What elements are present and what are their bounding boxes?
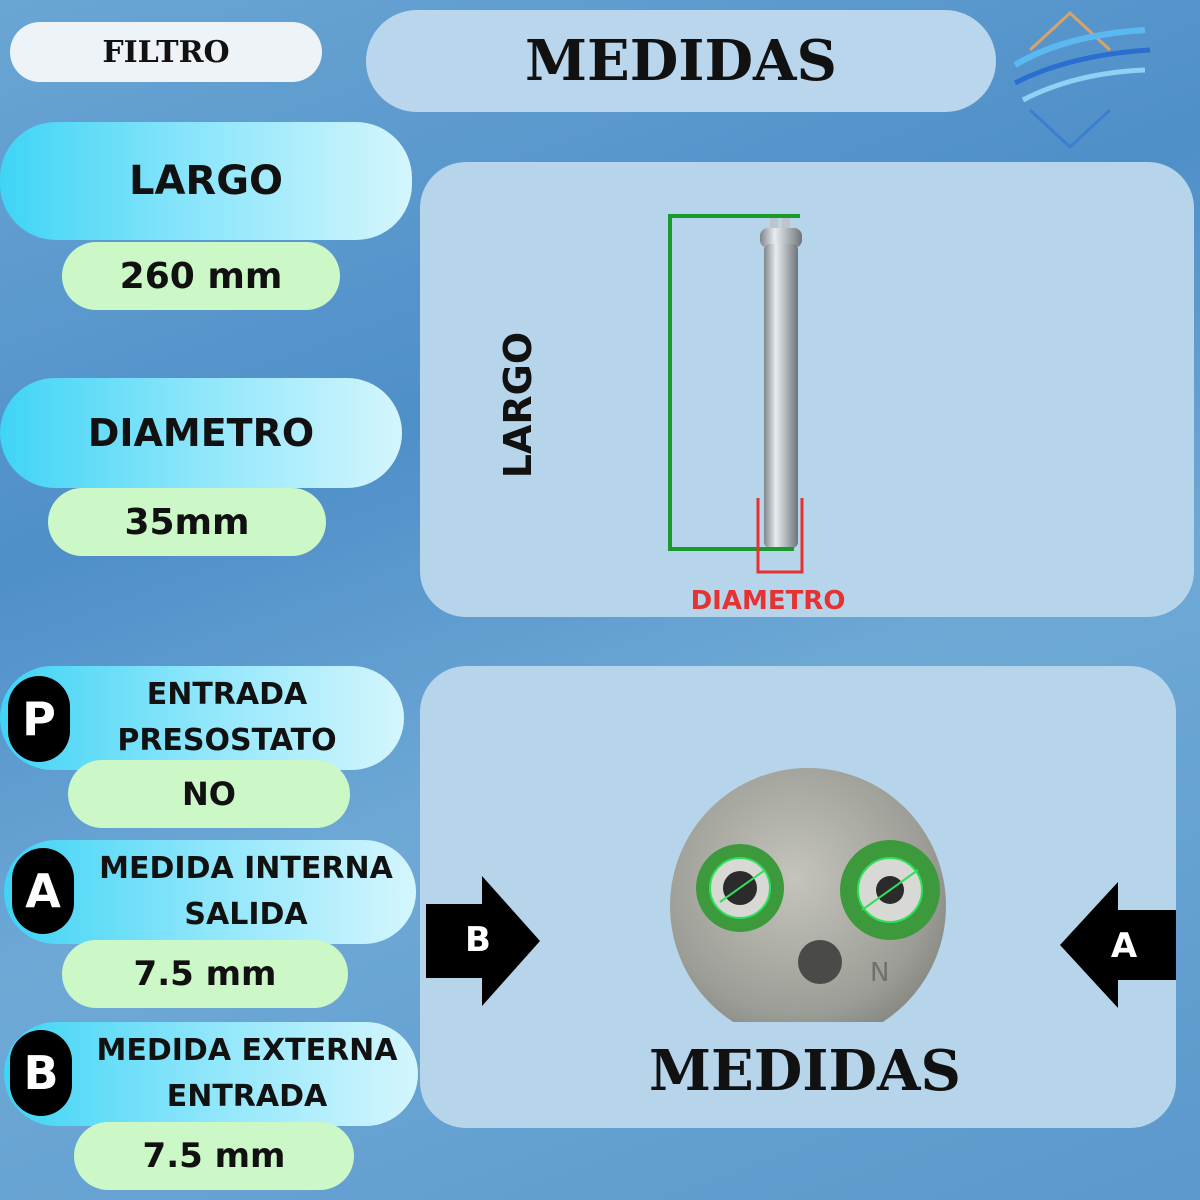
salida-value-pill: 7.5 mm xyxy=(62,940,348,1008)
salida-value: 7.5 mm xyxy=(133,954,277,994)
diagram-diametro-label: DIAMETRO xyxy=(690,586,846,616)
presostato-label-pill: ENTRADA PRESOSTATO xyxy=(0,666,404,770)
diametro-value-pill: 35mm xyxy=(48,488,326,556)
dimension-diagram-panel xyxy=(420,162,1194,617)
brand-logo xyxy=(1005,5,1155,155)
presostato-value-pill: NO xyxy=(68,760,350,828)
arrow-a: A xyxy=(1060,882,1176,1008)
entrada-value-pill: 7.5 mm xyxy=(74,1122,354,1190)
largo-value: 260 mm xyxy=(119,255,283,297)
arrow-left-icon xyxy=(1060,882,1176,1008)
entrada-value: 7.5 mm xyxy=(142,1136,286,1176)
largo-label-pill: LARGO xyxy=(0,122,412,240)
entrada-label-pill: MEDIDA EXTERNA ENTRADA xyxy=(4,1022,418,1126)
title-pill: MEDIDAS xyxy=(366,10,996,112)
presostato-label: ENTRADA PRESOSTATO xyxy=(117,672,336,764)
salida-line1: MEDIDA INTERNA xyxy=(99,851,393,886)
presostato-line1: ENTRADA xyxy=(146,677,308,712)
category-label: FILTRO xyxy=(102,34,230,70)
filter-tube xyxy=(760,214,802,548)
filter-cap xyxy=(670,768,946,1022)
category-pill: FILTRO xyxy=(10,22,322,82)
largo-value-pill: 260 mm xyxy=(62,242,340,310)
presostato-hole xyxy=(798,940,842,984)
presostato-value: NO xyxy=(182,775,236,813)
arrow-b: B xyxy=(426,876,542,1006)
diagram-largo-label: LARGO xyxy=(496,331,540,479)
diametro-label-pill: DIAMETRO xyxy=(0,378,402,488)
largo-label: LARGO xyxy=(128,158,284,204)
largo-bracket xyxy=(668,214,800,551)
salida-badge: A xyxy=(12,848,74,934)
arrow-right-icon xyxy=(426,876,540,1006)
salida-label: MEDIDA INTERNA SALIDA xyxy=(99,846,393,938)
entrada-label: MEDIDA EXTERNA ENTRADA xyxy=(97,1028,398,1120)
brand-logo-icon xyxy=(1013,10,1151,150)
page-title: MEDIDAS xyxy=(525,28,837,94)
diametro-bracket xyxy=(756,498,804,574)
filter-ports-diagram: N xyxy=(670,768,946,1022)
entrada-badge: B xyxy=(10,1030,72,1116)
outlet-port xyxy=(696,844,784,932)
filter-dimension-diagram xyxy=(668,214,804,574)
diametro-label: DIAMETRO xyxy=(87,411,315,455)
inlet-port xyxy=(840,840,940,940)
salida-label-pill: MEDIDA INTERNA SALIDA xyxy=(4,840,416,944)
presostato-badge: P xyxy=(8,676,70,762)
arrow-b-label: B xyxy=(465,920,491,960)
salida-line2: SALIDA xyxy=(184,897,308,932)
diametro-value: 35mm xyxy=(124,501,250,543)
ports-footer-title: MEDIDAS xyxy=(649,1038,961,1104)
port-marking: N xyxy=(870,958,889,988)
entrada-line1: MEDIDA EXTERNA xyxy=(96,1033,398,1068)
arrow-a-label: A xyxy=(1110,926,1138,966)
presostato-line2: PRESOSTATO xyxy=(117,723,337,758)
ports-diagram-panel: N xyxy=(420,666,1176,1128)
entrada-line2: ENTRADA xyxy=(166,1079,328,1114)
